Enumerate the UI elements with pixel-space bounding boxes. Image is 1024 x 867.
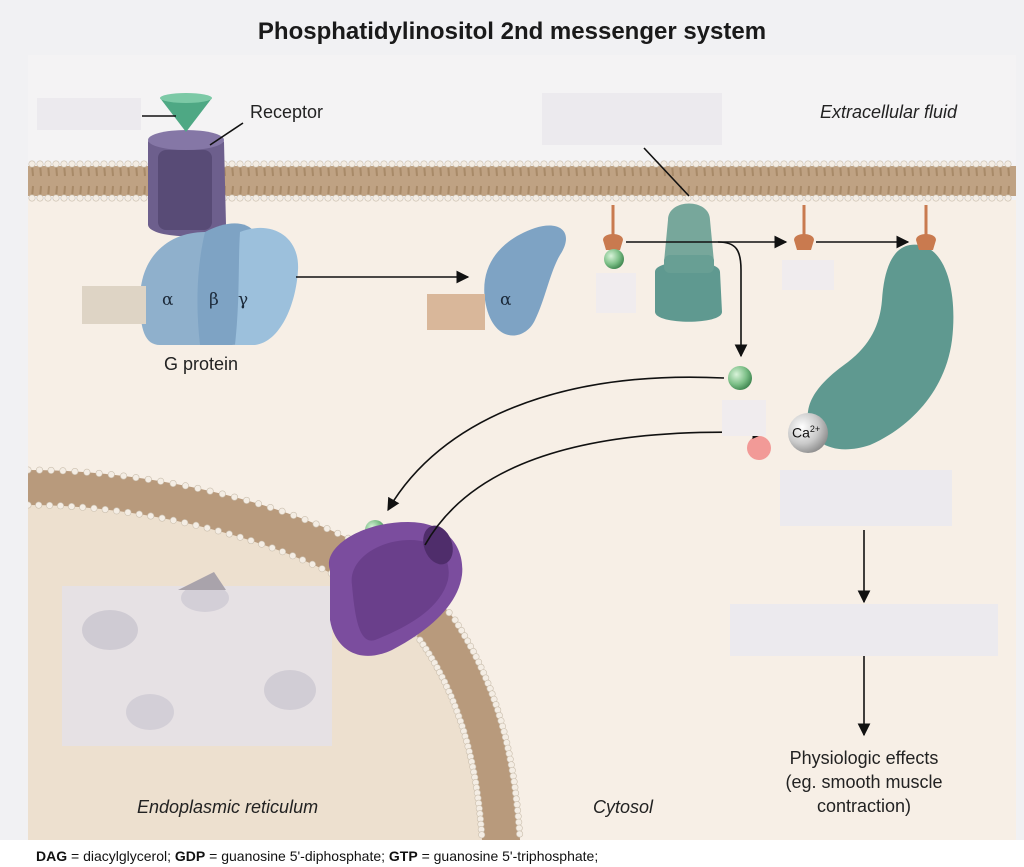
g-protein-label: G protein [164, 354, 239, 374]
ip3-molecule [604, 249, 624, 269]
physiologic-effects-line: (eg. smooth muscle [785, 772, 943, 792]
blank-label-box [37, 98, 141, 130]
ligand-top [160, 93, 212, 103]
blur-spot [181, 584, 229, 612]
footnote-gdp-abbr: GDP [174, 848, 206, 864]
blur-spot [82, 610, 138, 650]
blank-label-box [722, 400, 766, 436]
footnote-gtp-abbr: GTP [388, 848, 418, 864]
physiologic-effects-line: Physiologic effects [789, 748, 939, 768]
cytosol-label: Cytosol [593, 797, 654, 817]
blur-spot [264, 670, 316, 710]
pip2-lipid [603, 205, 623, 250]
arrow-er-to-calcium [424, 426, 766, 546]
footnote-text: DAG = diacylglycerol; GDP = guanosine 5'… [36, 848, 598, 864]
footnote: DAG = diacylglycerol; GDP = guanosine 5'… [0, 840, 1024, 867]
footnote-dag-def: = diacylglycerol; [67, 848, 175, 864]
alpha-label: α [162, 290, 174, 310]
calcium-symbol: Ca [792, 424, 810, 441]
g-protein [140, 223, 299, 345]
blank-label-box [427, 294, 485, 330]
physiologic-effects-label: Physiologic effects (eg. smooth muscle c… [744, 746, 984, 818]
receptor [148, 130, 226, 237]
g-alpha-subunit [484, 225, 566, 336]
calcium-binding-protein [807, 244, 954, 450]
endoplasmic-reticulum-label: Endoplasmic reticulum [137, 797, 319, 817]
beta-label: β [209, 290, 219, 310]
physiologic-effects-line: contraction) [816, 796, 912, 816]
blank-label-box [596, 273, 636, 313]
footnote-gdp-def: = guanosine 5'-diphosphate; [205, 848, 389, 864]
gamma-label: γ [238, 290, 249, 310]
ip3-molecule [728, 366, 752, 390]
er-calcium-channel [328, 522, 463, 656]
footnote-gtp-def: = guanosine 5'-triphosphate; [417, 848, 599, 864]
leader-receptor [209, 122, 244, 146]
calcium-charge: 2+ [809, 424, 821, 434]
ligand [160, 93, 212, 132]
alpha-released-label: α [500, 290, 512, 310]
blank-label-box [730, 604, 998, 656]
arrow-ip3-to-er [387, 376, 725, 512]
calcium-ion [788, 413, 828, 453]
blank-label-box [542, 93, 722, 145]
receptor-label: Receptor [250, 102, 324, 122]
footnote-dag-abbr: DAG [36, 848, 68, 864]
leader-enzyme [643, 147, 690, 197]
calcium-label: Ca2+ [792, 424, 820, 441]
blank-label-box [780, 470, 952, 526]
diagram-title: Phosphatidylinositol 2nd messenger syste… [257, 18, 767, 45]
blank-label-box [782, 260, 834, 290]
blur-spot [126, 694, 174, 730]
pip2-lipid [916, 205, 936, 250]
blur-cone [178, 572, 226, 590]
extracellular-fluid-label: Extracellular fluid [820, 102, 958, 122]
highlight-dot [747, 436, 771, 460]
arrow-to-ip3 [717, 241, 748, 358]
pip2-lipid [794, 205, 814, 250]
phospholipase-enzyme [655, 203, 722, 322]
blank-label-box [82, 286, 146, 324]
